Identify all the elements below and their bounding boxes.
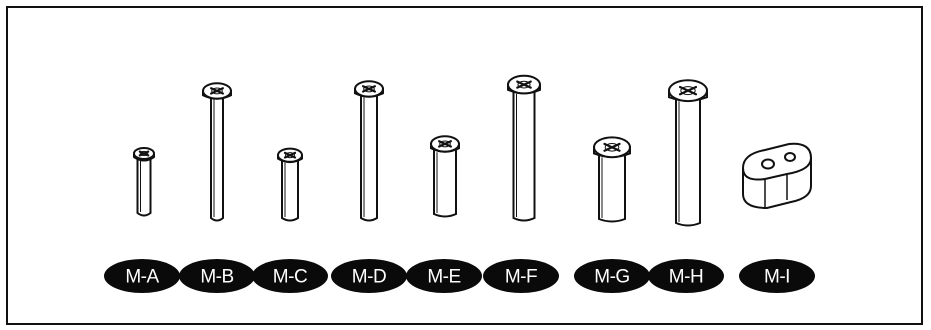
- screw-shaft: [281, 160, 299, 222]
- part-b-drawing: [202, 82, 232, 222]
- phillips-recess-ring: [439, 140, 451, 148]
- phillips-recess-ring: [211, 87, 223, 95]
- part-label-badge: [104, 259, 180, 293]
- screw-shaft: [210, 97, 224, 222]
- part-f-drawing: [507, 74, 541, 222]
- part-label-badge: [574, 259, 650, 293]
- part-c-drawing: [277, 147, 303, 222]
- phillips-recess-ring: [680, 86, 696, 96]
- part-d-drawing: [354, 80, 384, 222]
- part-label-text: M-F: [505, 267, 537, 288]
- part-label-badge: [739, 259, 815, 293]
- part-label-i: M-I: [739, 259, 815, 293]
- part-label-badge: [406, 259, 482, 293]
- parts-layer: [133, 74, 813, 227]
- part-label-g: M-G: [574, 259, 650, 293]
- part-label-text: M-D: [352, 267, 386, 288]
- part-label-e: M-E: [406, 259, 482, 293]
- screw-shaft: [598, 155, 626, 223]
- part-label-text: M-A: [125, 267, 159, 288]
- part-label-text: M-I: [764, 267, 790, 288]
- labels-layer: M-A M-B M-C M-D M-E M-F M-G M-H M-I: [104, 259, 815, 293]
- part-label-badge: [331, 259, 407, 293]
- phillips-recess-ring: [604, 143, 620, 152]
- part-label-text: M-E: [427, 267, 460, 288]
- part-h-drawing: [668, 79, 708, 227]
- part-label-badge: [179, 259, 255, 293]
- part-i-drawing: [741, 142, 813, 210]
- part-label-text: M-G: [594, 267, 629, 288]
- spacer-hole: [761, 158, 775, 170]
- screw-shaft: [675, 99, 701, 227]
- part-a-drawing: [133, 147, 155, 217]
- phillips-recess-ring: [363, 85, 375, 93]
- part-g-drawing: [593, 136, 631, 223]
- part-label-b: M-B: [179, 259, 255, 293]
- part-e-drawing: [430, 135, 460, 218]
- part-label-badge: [648, 259, 724, 293]
- phillips-recess-ring: [139, 150, 149, 157]
- part-label-text: M-C: [273, 267, 307, 288]
- part-label-h: M-H: [648, 259, 724, 293]
- phillips-recess-ring: [284, 152, 296, 159]
- screw-shaft: [433, 150, 457, 218]
- spacer-top-face: [741, 142, 813, 181]
- part-label-badge: [252, 259, 328, 293]
- part-label-text: M-H: [669, 267, 703, 288]
- part-label-f: M-F: [483, 259, 559, 293]
- screw-shaft: [360, 95, 378, 222]
- spacer-hole: [784, 152, 796, 162]
- part-label-badge: [483, 259, 559, 293]
- part-label-d: M-D: [331, 259, 407, 293]
- part-label-text: M-B: [200, 267, 233, 288]
- part-label-c: M-C: [252, 259, 328, 293]
- part-label-a: M-A: [104, 259, 180, 293]
- screw-shaft: [136, 159, 152, 217]
- screw-shaft: [512, 91, 536, 222]
- phillips-recess-ring: [517, 80, 531, 89]
